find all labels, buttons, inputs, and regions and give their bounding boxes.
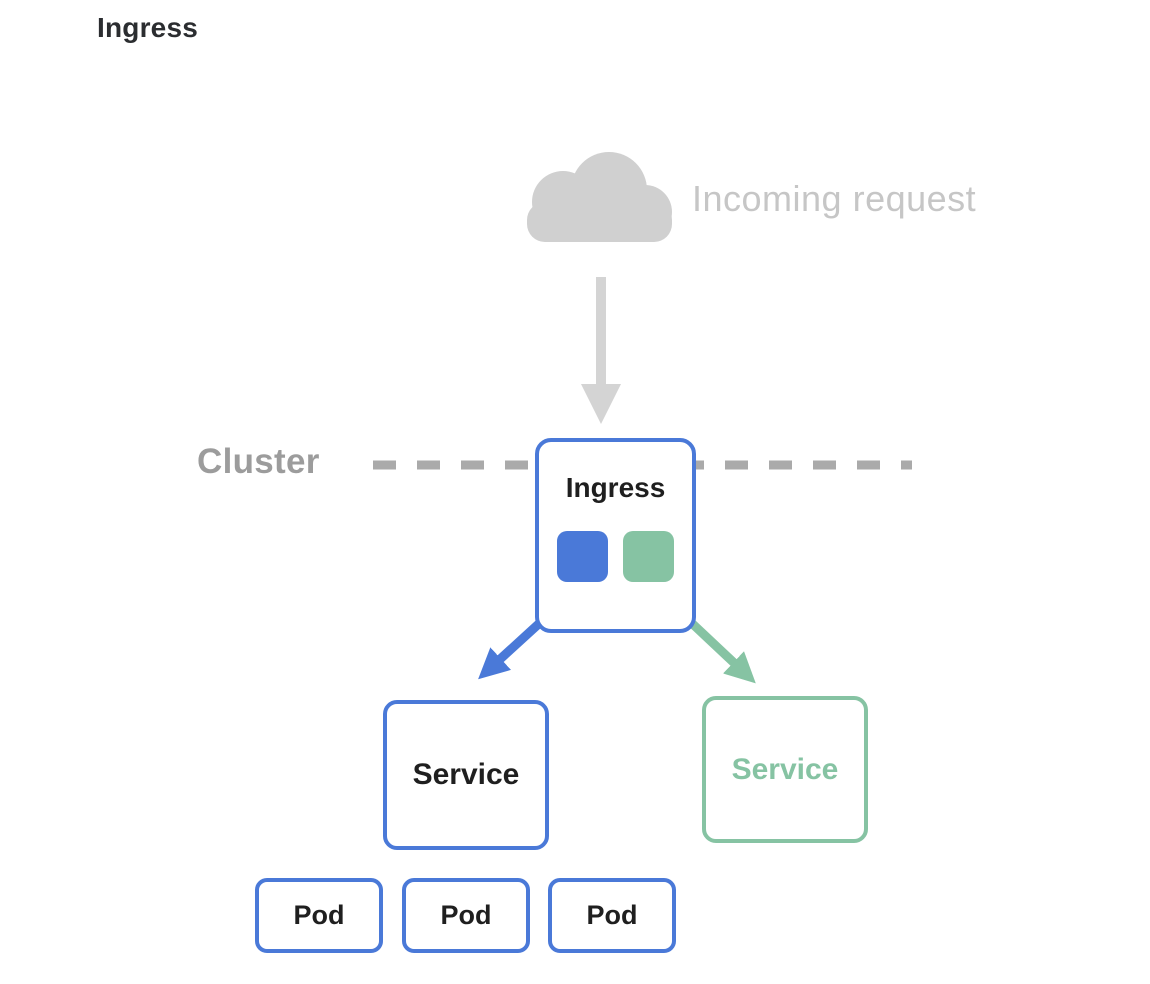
cluster-label: Cluster xyxy=(197,442,320,481)
pod-node: Pod xyxy=(255,878,383,953)
arrow-down-icon xyxy=(581,277,621,424)
service-node-blue: Service xyxy=(383,700,549,850)
ingress-backend-swatches xyxy=(557,531,674,582)
incoming-request-label: Incoming request xyxy=(692,178,977,219)
pod-label: Pod xyxy=(440,900,492,930)
cloud-icon xyxy=(527,152,672,242)
pod-label: Pod xyxy=(293,900,345,930)
service-blue-label: Service xyxy=(412,758,520,791)
pod-node: Pod xyxy=(548,878,676,953)
blue-backend-swatch xyxy=(557,531,608,582)
ingress-node: Ingress xyxy=(535,438,696,633)
pod-label: Pod xyxy=(586,900,638,930)
page-title: Ingress xyxy=(97,12,198,43)
green-backend-swatch xyxy=(623,531,674,582)
service-green-label: Service xyxy=(731,752,839,786)
ingress-node-label: Ingress xyxy=(565,472,666,503)
pod-node: Pod xyxy=(402,878,530,953)
service-node-green: Service xyxy=(702,696,868,843)
